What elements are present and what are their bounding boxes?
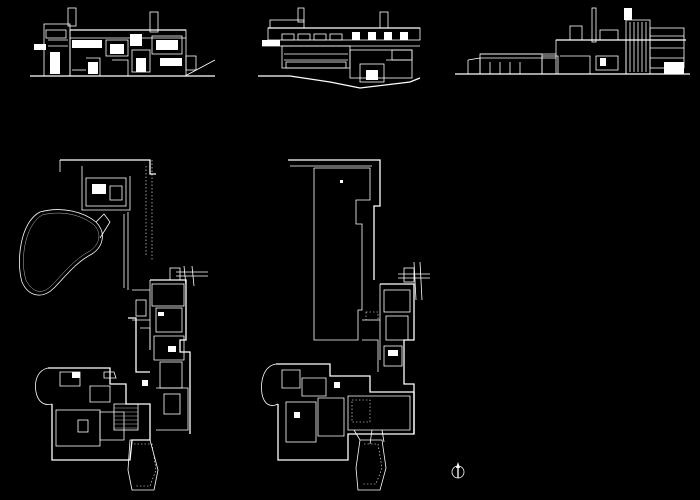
pool-outline bbox=[19, 209, 103, 296]
elevation-2 bbox=[258, 7, 421, 89]
floor-plan-ground bbox=[19, 159, 208, 491]
chimney bbox=[67, 7, 77, 27]
staircase bbox=[113, 403, 139, 431]
north-arrow-icon bbox=[451, 462, 465, 479]
chimney bbox=[297, 7, 305, 23]
low-wing bbox=[479, 53, 543, 75]
floor-plan-upper bbox=[261, 159, 430, 491]
elevation-3 bbox=[455, 7, 690, 75]
chimney bbox=[624, 8, 632, 20]
elevation-1 bbox=[30, 7, 216, 77]
living-room-outline bbox=[48, 367, 151, 461]
sauna bbox=[85, 177, 127, 207]
roof-outline bbox=[288, 159, 381, 280]
main-block bbox=[555, 39, 627, 75]
lower-volume bbox=[281, 45, 351, 69]
